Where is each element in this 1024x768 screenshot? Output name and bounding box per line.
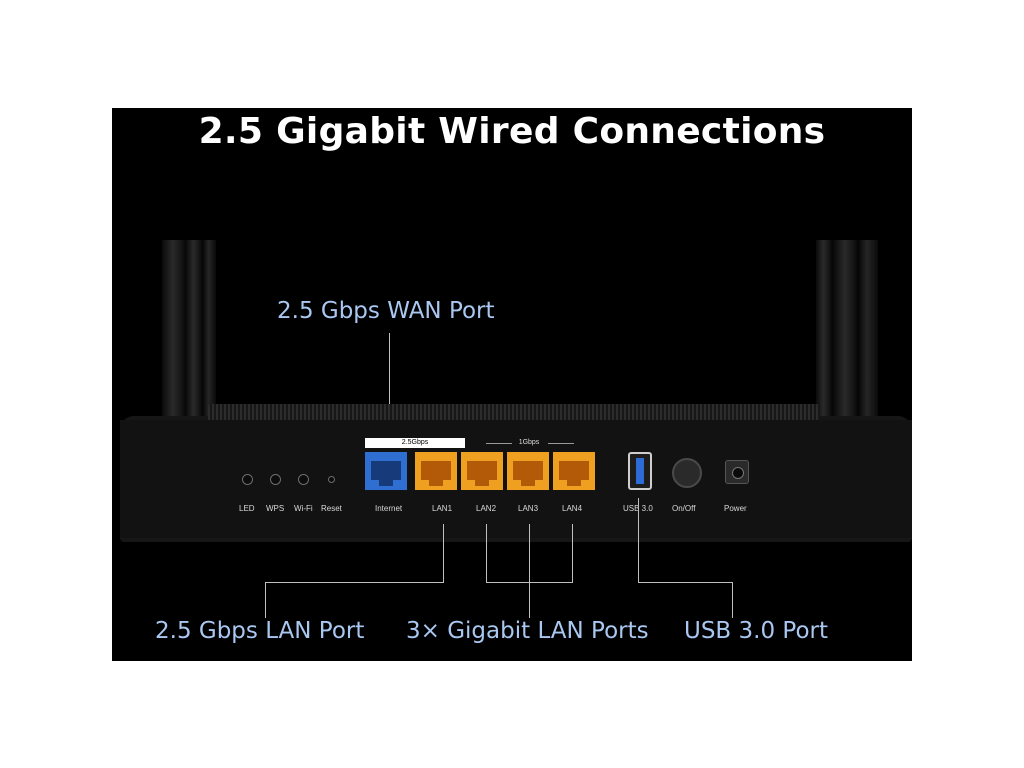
port-lan1 xyxy=(415,452,457,490)
callout-wan-port: 2.5 Gbps WAN Port xyxy=(277,298,495,324)
power-switch xyxy=(672,458,702,488)
dc-power-jack xyxy=(725,460,749,484)
lead-line-usb-v xyxy=(638,498,639,582)
callout-gigabit-lan-ports: 3× Gigabit LAN Ports xyxy=(406,618,649,644)
label-power: Power xyxy=(724,504,747,513)
lead-line-usb-drop xyxy=(732,582,733,618)
port-lan3 xyxy=(507,452,549,490)
product-image-panel: 2.5 Gigabit Wired Connections 2.5 Gbps W… xyxy=(112,108,912,661)
label-lan2: LAN2 xyxy=(476,504,497,513)
lead-line-wan xyxy=(389,333,390,437)
badge-1gbps-line-left xyxy=(486,443,512,444)
badge-2-5gbps: 2.5Gbps xyxy=(365,438,465,448)
lead-line-lan1-drop xyxy=(265,582,266,618)
lead-line-lan3-v xyxy=(529,524,530,618)
label-lan4: LAN4 xyxy=(562,504,583,513)
badge-1gbps-line-right xyxy=(548,443,574,444)
label-wps: WPS xyxy=(266,504,285,513)
label-wifi: Wi-Fi xyxy=(294,504,313,513)
badge-1gbps: 1Gbps xyxy=(518,439,540,446)
router-rear: LED WPS Wi-Fi Reset 2.5Gbps 1Gbps xyxy=(112,404,912,544)
label-reset: Reset xyxy=(321,504,342,513)
lead-line-usb-h xyxy=(638,582,733,583)
wps-button xyxy=(270,474,281,485)
reset-pinhole xyxy=(328,476,335,483)
callout-2-5gbps-lan-port: 2.5 Gbps LAN Port xyxy=(155,618,365,644)
port-internet xyxy=(365,452,407,490)
label-onoff: On/Off xyxy=(672,504,696,513)
port-lan2 xyxy=(461,452,503,490)
headline: 2.5 Gigabit Wired Connections xyxy=(198,111,826,152)
ethernet-port-block xyxy=(365,452,601,494)
port-lan4 xyxy=(553,452,595,490)
router-vent-grill xyxy=(208,404,820,420)
led-button xyxy=(242,474,253,485)
wifi-button xyxy=(298,474,309,485)
label-usb30: USB 3.0 xyxy=(623,504,653,513)
usb-3-port xyxy=(628,452,652,490)
label-internet: Internet xyxy=(375,504,403,513)
lead-line-lan1-h xyxy=(265,582,444,583)
callout-usb-3-port: USB 3.0 Port xyxy=(684,618,829,644)
lead-line-lan1-v xyxy=(443,524,444,582)
lead-line-lan4-v xyxy=(572,524,573,582)
label-lan3: LAN3 xyxy=(518,504,539,513)
label-led: LED xyxy=(239,504,255,513)
label-lan1: LAN1 xyxy=(432,504,453,513)
lead-line-lan2-v xyxy=(486,524,487,582)
